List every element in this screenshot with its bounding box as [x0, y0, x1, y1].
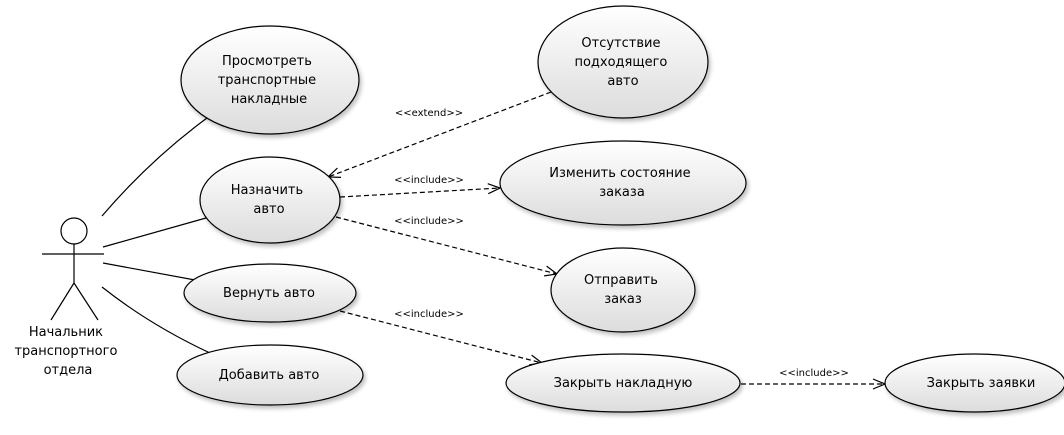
association-add-car	[101, 286, 211, 354]
svg-text:Закрыть заявки: Закрыть заявки	[927, 376, 1036, 391]
svg-text:Отсутствие подходящего: Отсутствие подходящего авто	[574, 36, 671, 89]
svg-text:Просмотреть транспортные: Просмотреть транспортные накладные	[218, 54, 321, 107]
include-arrow-close-waybill	[339, 310, 542, 363]
association-view-waybills	[101, 117, 208, 217]
actor-head	[60, 217, 88, 245]
use-case-no-car: Отсутствие подходящего авто	[537, 5, 709, 119]
association-return-car	[102, 262, 196, 281]
actor-right-leg	[73, 282, 99, 321]
include-label-send-order: <<include>>	[394, 216, 464, 227]
include-label-close-waybill: <<include>>	[394, 309, 464, 320]
actor-left-leg	[50, 282, 75, 321]
use-case-add-car: Добавить авто	[176, 344, 364, 406]
svg-text:Добавить авто: Добавить авто	[219, 368, 320, 383]
association-assign-car	[102, 217, 207, 248]
use-case-close-waybill: Закрыть накладную	[505, 353, 741, 413]
svg-text:Отправить заказ: Отправить заказ	[584, 273, 662, 307]
use-case-send-order: Отправить заказ	[550, 247, 696, 333]
svg-text:Закрыть накладную: Закрыть накладную	[554, 376, 693, 391]
include-arrow-change-state	[339, 188, 500, 198]
include-arrow-send-order	[335, 216, 557, 274]
use-case-view-waybills: Просмотреть транспортные накладные	[180, 25, 360, 135]
use-case-change-state: Изменить состояние заказа	[499, 140, 747, 226]
use-case-return-car: Вернуть авто	[183, 263, 357, 323]
include-label-close-requests: <<include>>	[779, 368, 849, 379]
svg-text:Назначить авто: Назначить авто	[231, 183, 308, 217]
include-label-change-state: <<include>>	[394, 175, 464, 186]
svg-text:Вернуть авто: Вернуть авто	[223, 286, 315, 301]
actor-label: Начальник транспортного отдела	[14, 325, 121, 378]
use-case-assign-car: Назначить авто	[199, 156, 341, 244]
actor: Начальник транспортного отдела	[14, 217, 121, 378]
extend-label: <<extend>>	[395, 108, 463, 119]
use-case-close-requests: Закрыть заявки	[884, 353, 1064, 413]
svg-text:Изменить состояние заказ: Изменить состояние заказа	[549, 166, 694, 200]
